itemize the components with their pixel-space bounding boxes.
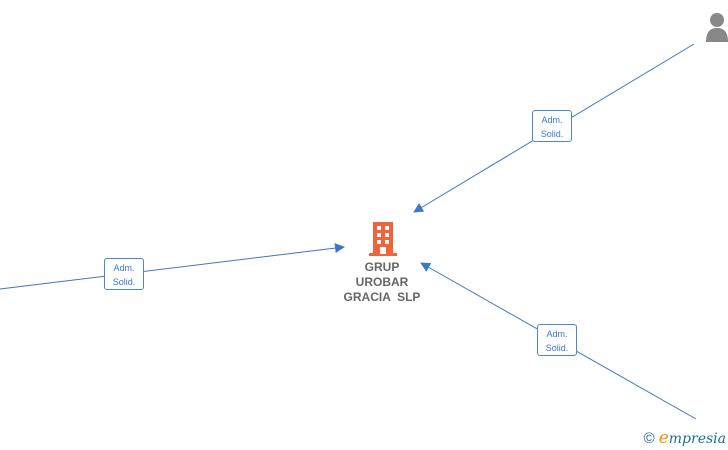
edge-line-left bbox=[0, 243, 345, 290]
company-name-line3: GRACIA SLP bbox=[343, 290, 421, 304]
brand-initial: e bbox=[658, 428, 669, 448]
edge-label-line2: Solid. bbox=[540, 129, 564, 139]
edge-label-line1: Adm. bbox=[541, 115, 563, 125]
copyright-symbol: © bbox=[643, 430, 655, 447]
person-icon[interactable] bbox=[706, 12, 728, 42]
edge-label-line2: Solid. bbox=[545, 343, 569, 353]
edge-label-line1: Adm. bbox=[113, 263, 135, 273]
edge-label-line2: Solid. bbox=[112, 277, 136, 287]
edge-label-left[interactable]: Adm. Solid. bbox=[104, 258, 144, 290]
company-name[interactable]: GRUP UROBAR GRACIA SLP bbox=[332, 260, 432, 305]
brand-watermark: ©empresia bbox=[644, 428, 726, 448]
brand-name: mpresia bbox=[668, 431, 726, 447]
building-icon[interactable] bbox=[367, 221, 399, 257]
edge-label-top-right[interactable]: Adm. Solid. bbox=[532, 110, 572, 142]
edge-label-line1: Adm. bbox=[546, 329, 568, 339]
company-name-line2: UROBAR bbox=[355, 275, 409, 289]
edge-label-bottom-right[interactable]: Adm. Solid. bbox=[537, 324, 577, 356]
company-name-line1: GRUP bbox=[364, 260, 400, 274]
